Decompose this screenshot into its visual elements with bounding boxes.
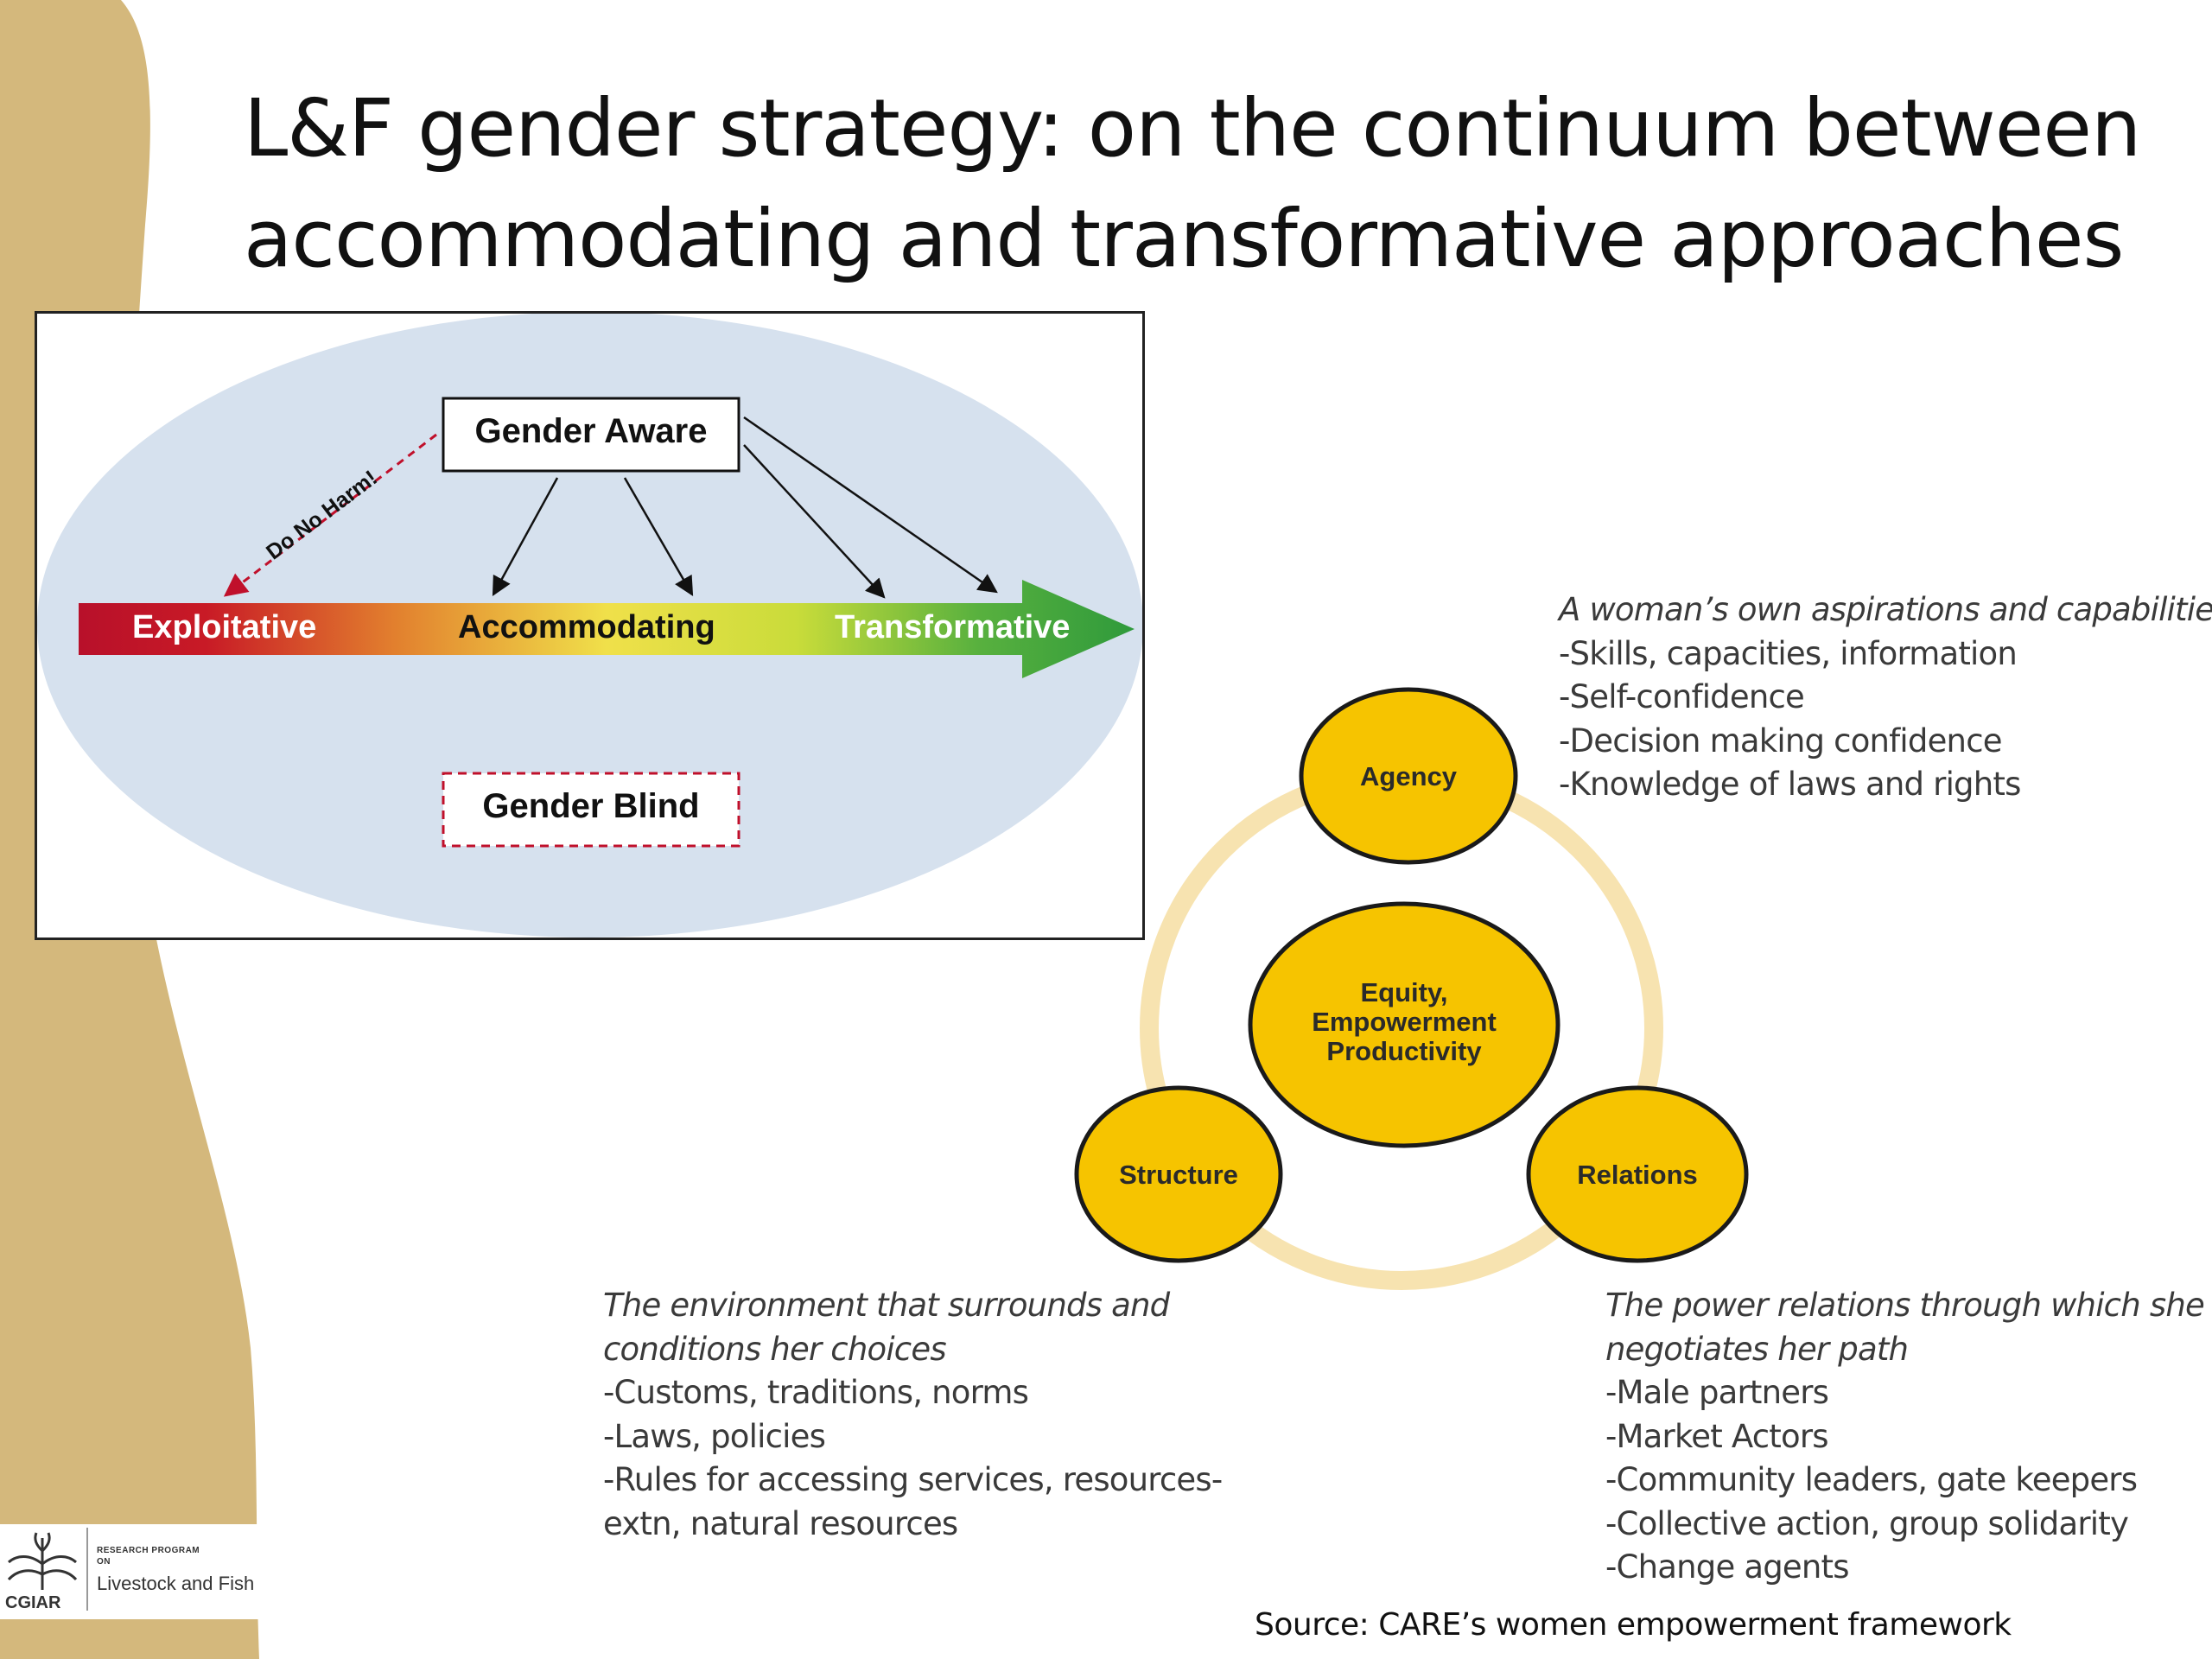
slide-title: L&F gender strategy: on the continuum be… (244, 73, 2162, 295)
continuum-graphic (37, 314, 1142, 938)
center-label: Equity, Empowerment Productivity (1250, 978, 1558, 1066)
relations-description-item: -Male partners (1605, 1374, 1829, 1411)
center-label-line: Empowerment (1312, 1007, 1497, 1037)
structure-description-item: extn, natural resources (603, 1504, 958, 1542)
logo-abbreviation: CGIAR (5, 1593, 61, 1612)
gender-aware-box (442, 397, 741, 473)
structure-description-item: -Rules for accessing services, resources… (603, 1461, 1223, 1498)
relations-description-item: -Market Actors (1605, 1417, 1829, 1455)
source-citation: Source: CARE’s women empowerment framewo… (1255, 1607, 2012, 1643)
center-label-line: Productivity (1326, 1036, 1482, 1066)
agency-description-item: -Self-confidence (1559, 678, 1805, 715)
structure-description-heading: The environment that surrounds and (603, 1287, 1170, 1324)
do-no-harm-arrow (223, 433, 437, 597)
structure-label: Structure (1119, 1160, 1238, 1190)
stage-transformative: Transformative (835, 609, 1071, 645)
arrow-to-transformative-right (743, 416, 998, 594)
stage-exploitative: Exploitative (132, 609, 317, 645)
structure-description-item: -Customs, traditions, norms (603, 1374, 1029, 1411)
relations-description-heading: negotiates her path (1605, 1330, 1909, 1368)
relations-description-item: -Collective action, group solidarity (1605, 1504, 2129, 1542)
arrow-to-accommodating-left (492, 477, 559, 596)
logo-divider (86, 1528, 88, 1611)
slide-title-line: L&F gender strategy: on the continuum be… (244, 82, 2141, 175)
agency-description: A woman’s own aspirations and capabiliti… (1559, 588, 2212, 807)
relations-description: The power relations through which she ne… (1605, 1284, 2205, 1590)
gender-blind-label: Gender Blind (482, 787, 700, 825)
structure-description-heading: conditions her choices (603, 1330, 947, 1368)
gender-aware-label: Gender Aware (474, 412, 708, 450)
logo-program-name: Livestock and Fish (97, 1573, 255, 1594)
agency-description-heading: A woman’s own aspirations and capabiliti… (1559, 591, 2212, 628)
agency-description-item: -Skills, capacities, information (1559, 634, 2018, 672)
relations-description-item: -Community leaders, gate keepers (1605, 1461, 2138, 1498)
wheat-emblem-icon (7, 1532, 78, 1590)
gender-continuum-diagram: Gender Aware Gender Blind Do No Harm! Ex… (35, 311, 1145, 940)
relations-description-heading: The power relations through which she (1605, 1287, 2205, 1324)
structure-description-item: -Laws, policies (603, 1417, 826, 1455)
agency-label: Agency (1360, 761, 1457, 791)
agency-description-item: -Knowledge of laws and rights (1559, 766, 2021, 803)
arrow-to-transformative-left (743, 444, 886, 599)
gender-blind-box (442, 772, 741, 848)
relations-description-item: -Change agents (1605, 1548, 1850, 1586)
structure-description: The environment that surrounds and condi… (603, 1284, 1223, 1546)
relations-label: Relations (1577, 1160, 1698, 1190)
continuum-arrow (79, 580, 1135, 678)
slide-title-line: accommodating and transformative approac… (244, 193, 2124, 285)
arrow-to-accommodating-right (623, 477, 694, 596)
cgiar-logo: CGIAR RESEARCH PROGRAM ON Livestock and … (0, 1524, 259, 1619)
logo-program-text: RESEARCH PROGRAM ON (97, 1546, 200, 1567)
center-label-line: Equity, (1360, 977, 1448, 1007)
agency-description-item: -Decision making confidence (1559, 721, 2003, 760)
stage-accommodating: Accommodating (458, 609, 715, 645)
